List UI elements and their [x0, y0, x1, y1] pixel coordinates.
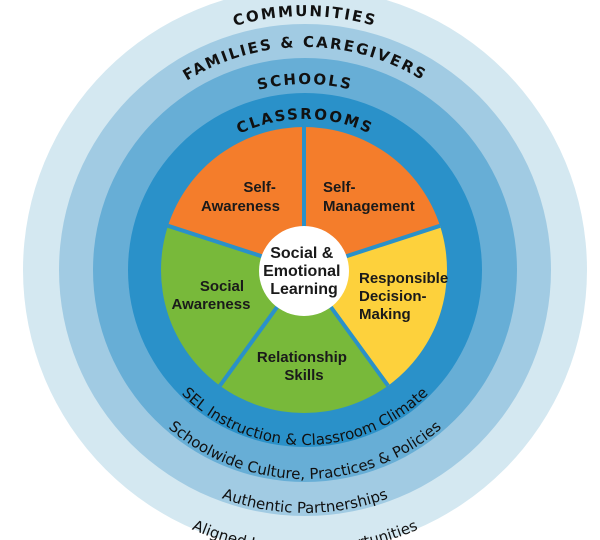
label-line: Relationship — [257, 349, 347, 366]
wedge-self-management — [304, 127, 441, 270]
label-line: Skills — [284, 367, 323, 384]
label-social-awareness: Social Awareness — [172, 278, 251, 313]
label-relationship-skills: Relationship Skills — [257, 349, 351, 384]
center-label: Social & Emotional Learning — [263, 245, 345, 298]
label-line: Responsible — [359, 270, 448, 287]
label-line: Self- — [323, 179, 356, 196]
label-line: Making — [359, 306, 411, 323]
label-line: Awareness — [201, 198, 280, 215]
label-line: Social — [200, 278, 244, 295]
center-label-line: Social & — [270, 245, 334, 262]
wedge-relationship-skills — [219, 270, 389, 413]
label-line: Management — [323, 198, 415, 215]
label-line: Decision- — [359, 288, 427, 305]
center-label-line: Learning — [270, 281, 338, 298]
ring-label-schools-path: SCHOOLS — [255, 70, 352, 94]
ring-label-schools: SCHOOLS — [255, 70, 354, 94]
label-responsible-decision-making: Responsible Decision- Making — [359, 270, 452, 323]
wedge-self-awareness — [167, 127, 304, 270]
center-label-line: Emotional — [263, 263, 340, 280]
label-self-awareness: Self- Awareness — [201, 179, 280, 215]
label-line: Awareness — [172, 296, 251, 313]
label-line: Self- — [243, 179, 276, 196]
label-self-management: Self- Management — [323, 179, 415, 215]
center-circle — [259, 226, 349, 316]
